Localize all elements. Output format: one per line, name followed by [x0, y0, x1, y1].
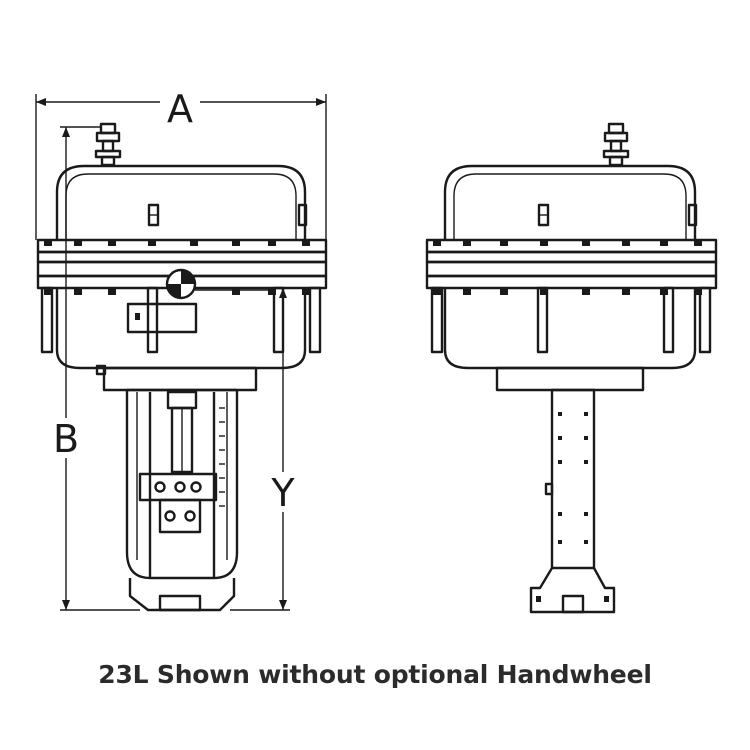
right-upper-case — [443, 164, 697, 240]
dimension-a: A — [35, 84, 327, 240]
dimension-b-label: B — [53, 417, 79, 461]
dimension-y: Y — [195, 287, 300, 611]
dimension-y-label: Y — [270, 471, 295, 515]
right-lower-case — [443, 288, 697, 370]
right-vent-fitting — [602, 122, 630, 167]
left-yoke — [125, 388, 239, 612]
right-flange — [425, 238, 718, 295]
position-indicator-icon — [165, 268, 272, 300]
left-upper-case — [55, 164, 307, 240]
figure-caption: 23L Shown without optional Handwheel — [98, 660, 652, 689]
left-lower-case — [55, 288, 307, 370]
dimension-a-label: A — [167, 87, 193, 131]
right-view — [425, 122, 718, 614]
right-yoke — [529, 388, 616, 614]
actuator-drawing: A B Y — [35, 84, 718, 614]
left-vent-fitting — [94, 122, 122, 167]
left-view: A B Y — [35, 84, 328, 612]
